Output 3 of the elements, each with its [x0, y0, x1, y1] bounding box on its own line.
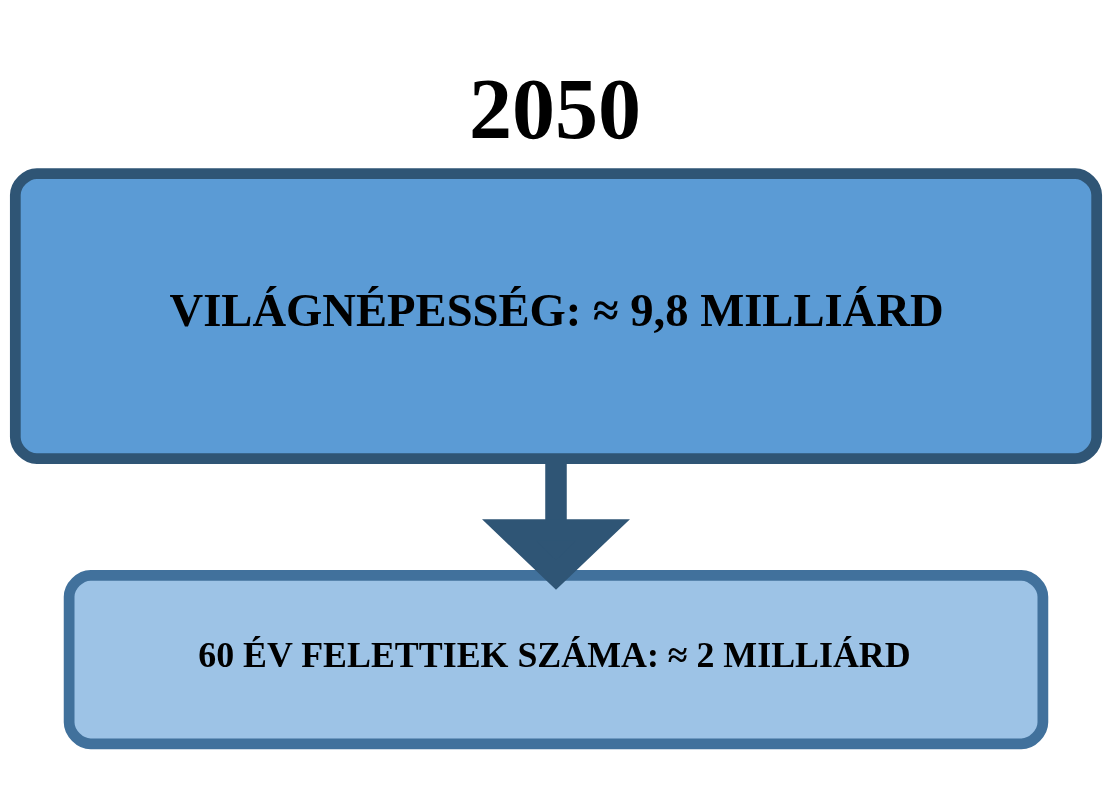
diagram-title: 2050: [469, 61, 642, 158]
node-box: 60 ÉV FELETTIEK SZÁMA: ≈ 2 MILLIÁRD: [63, 569, 1049, 750]
node-box: VILÁGNÉPESSÉG: ≈ 9,8 MILLIÁRD: [9, 168, 1103, 465]
